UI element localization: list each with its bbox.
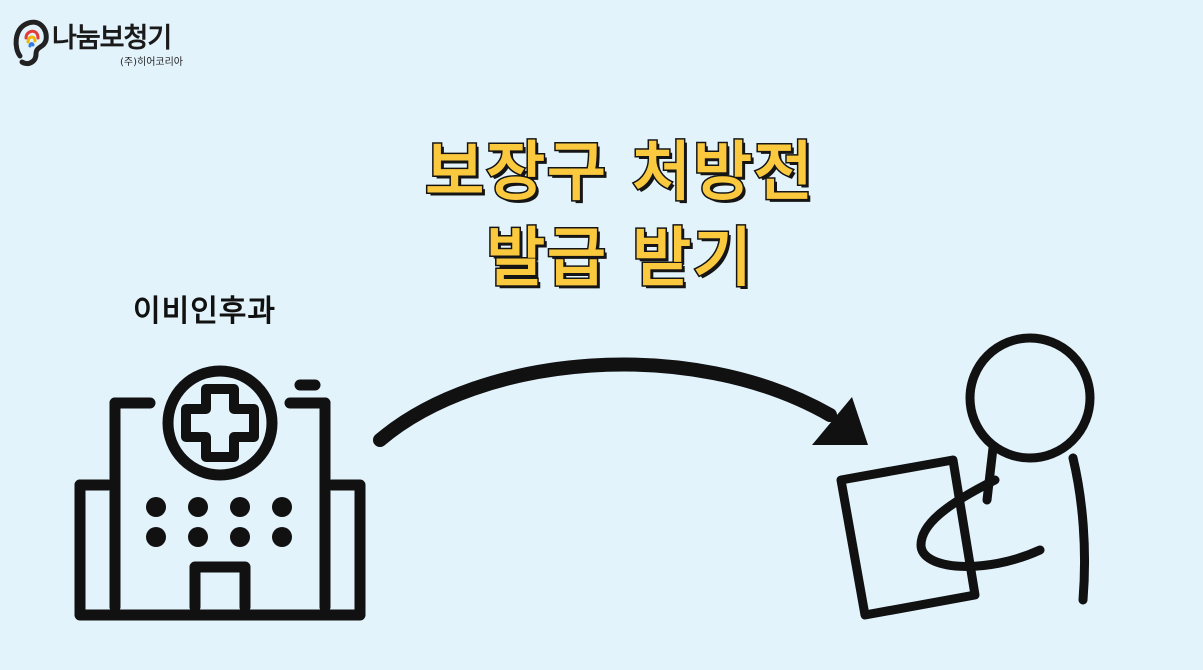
ear-icon (13, 19, 49, 67)
headline-line-2: 발급 받기 (485, 221, 754, 298)
headline: 보장구 처방전 발급 받기 (340, 130, 900, 302)
headline-line-1: 보장구 처방전 (424, 135, 815, 212)
logo-title: 나눔보청기 (52, 23, 172, 54)
person-holding-document-icon (836, 333, 1095, 620)
logo-subtitle: (주)히어코리아 (120, 57, 184, 68)
hospital-icon (74, 365, 366, 621)
hospital-label: 이비인후과 (133, 294, 276, 329)
brand-logo: 나눔보청기 (주)히어코리아 (6, 12, 196, 72)
curved-arrow-icon (373, 357, 868, 447)
